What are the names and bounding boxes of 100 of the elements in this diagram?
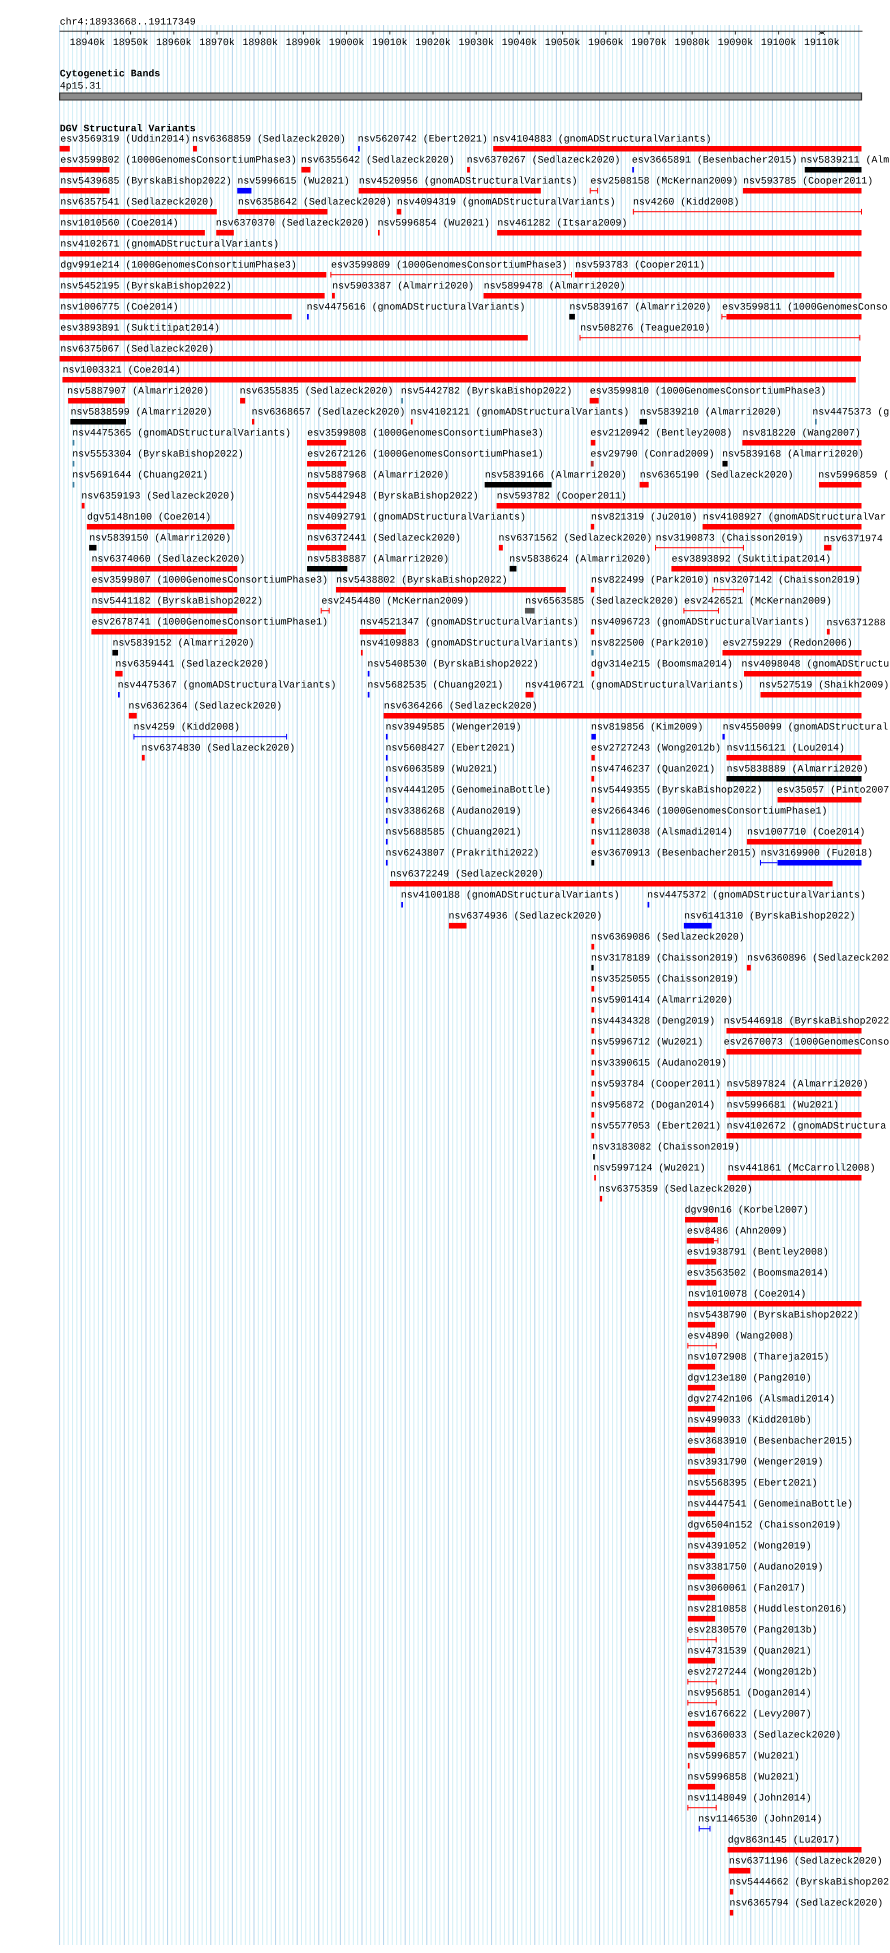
variant-label: nsv4102671 (gnomADStructuralVariants)	[61, 239, 278, 249]
variant-label: esv2727244 (Wong2012b)	[688, 1667, 816, 1677]
variant-label: esv2670073 (1000GenomesConso	[724, 1037, 889, 1047]
variant-label: nsv5620742 (Ebert2021)	[358, 134, 487, 144]
variant-label: esv3599810 (1000GenomesConsortiumPhase3)	[590, 386, 825, 396]
variant-label: nsv508276 (Teague2010)	[581, 323, 709, 333]
variant-label: nsv593782 (Cooper2011)	[497, 491, 626, 501]
tick-label: 19040k	[502, 37, 537, 46]
variant-label: nsv5691644 (Chuang2021)	[73, 470, 207, 480]
variant-label: dgv991e214 (1000GenomesConsortiumPhase3)	[61, 260, 296, 270]
variant-label: nsv5608427 (Ebert2021)	[386, 743, 514, 753]
variant-label: nsv6369086 (Sedlazeck2020)	[591, 932, 743, 942]
variant-label: nsv818220 (Wang2007)	[743, 428, 860, 438]
variant-label: esv2727243 (Wong2012b)	[591, 743, 720, 753]
variant-label: esv1676622 (Levy2007)	[688, 1709, 810, 1719]
variant-label: esv3683910 (Besenbacher2015)	[688, 1436, 852, 1446]
variant-label: nsv5838599 (Almarri2020)	[71, 407, 211, 417]
variant-label: nsv6357541 (Sedlazeck2020)	[61, 197, 213, 207]
variant-label: esv3665891 (Besenbacher2015)	[632, 155, 796, 165]
variant-label: nsv1010078 (Coe2014)	[688, 1289, 805, 1299]
variant-label: nsv5887968 (Almarri2020)	[308, 470, 448, 480]
variant-label: nsv5887907 (Almarri2020)	[68, 386, 208, 396]
variant-label: nsv3207142 (Chaisson2019)	[713, 575, 860, 585]
variant-label: nsv6374830 (Sedlazeck2020)	[142, 743, 294, 753]
variant-label: nsv4520956 (gnomADStructuralVariants)	[359, 176, 576, 186]
variant-label: nsv1072908 (Thareja2015)	[688, 1352, 828, 1362]
variant-label: nsv4102121 (gnomADStructuralVariants)	[411, 407, 628, 417]
variant-label: nsv3381750 (Audano2019)	[688, 1562, 822, 1572]
variant-label: esv2454480 (McKernan2009)	[322, 596, 468, 606]
tick-label: 18940k	[70, 37, 105, 46]
variant-label: esv29790 (Conrad2009)	[591, 449, 713, 459]
variant-label: nsv5568395 (Ebert2021)	[688, 1478, 816, 1488]
variant-label: nsv4092791 (gnomADStructuralVariants)	[308, 512, 525, 522]
tick-label: 18960k	[156, 37, 191, 46]
variant-label: nsv4475372 (gnomADStructuralVariants)	[648, 890, 865, 900]
variant-label: nsv4391052 (Wong2019)	[688, 1541, 810, 1551]
tick-label: 18950k	[113, 37, 148, 46]
variant-label: dgv314e215 (Boomsma2014)	[591, 659, 732, 669]
variant-label: nsv5839167 (Almarri2020)	[570, 302, 710, 312]
position-label: chr4:18933668..19117349	[60, 17, 196, 25]
variant-label: nsv4731539 (Quan2021)	[688, 1646, 810, 1656]
variant-label: nsv5452195 (ByrskaBishop2022)	[61, 281, 231, 291]
tick-label: 18980k	[243, 37, 278, 46]
variant-label: nsv3178189 (Chaisson2019)	[591, 953, 738, 963]
variant-label: nsv5838887 (Almarri2020)	[308, 554, 448, 564]
variant-label: nsv5839166 (Almarri2020)	[485, 470, 626, 480]
variant-label: nsv6365190 (Sedlazeck2020)	[640, 470, 792, 480]
variant-label: nsv5446918 (ByrskaBishop2022	[724, 1016, 889, 1026]
variant-label: nsv6368859 (Sedlazeck2020)	[192, 134, 345, 144]
variant-label: nsv1148049 (John2014)	[688, 1793, 810, 1803]
variant-label: nsv3949585 (Wenger2019)	[386, 722, 520, 732]
variant-label: nsv4094319 (gnomADStructuralVariants)	[397, 197, 614, 207]
variant-label: nsv3060061 (Fan2017)	[688, 1583, 804, 1593]
variant-label: nsv5996859 (	[819, 470, 888, 480]
variant-label: esv3670913 (Besenbacher2015)	[591, 848, 755, 858]
variant-label: nsv5441182 (ByrskaBishop2022)	[92, 596, 262, 606]
variant-label: esv3599808 (1000GenomesConsortiumPhase3)	[307, 428, 542, 438]
variant-label: nsv4475373 (g	[813, 407, 889, 417]
variant-label: nsv4746237 (Quan2021)	[591, 764, 714, 774]
variant-label: nsv4260 (Kidd2008)	[633, 197, 738, 207]
variant-label: nsv5688585 (Chuang2021)	[386, 827, 520, 837]
variant-label: nsv527519 (Shaikh2009)	[760, 680, 888, 690]
variant-label: nsv3931790 (Wenger2019)	[688, 1457, 822, 1467]
variant-label: esv3569319 (Uddin2014)	[61, 134, 189, 144]
tick-label: 18990k	[286, 37, 321, 46]
variant-label: nsv5838624 (Almarri2020)	[510, 554, 650, 564]
variant-label: nsv4108927 (gnomADStructuralVar	[703, 512, 886, 522]
variant-label: nsv6371562 (Sedlazeck2020)	[499, 533, 651, 543]
variant-label: nsv5444662 (ByrskaBishop202	[730, 1877, 889, 1887]
variant-label: nsv4098048 (gnomADStructu	[742, 659, 889, 669]
variant-label: nsv822499 (Park2010)	[591, 575, 708, 585]
variant-label: dgv6504n152 (Chaisson2019)	[688, 1520, 840, 1530]
variant-label: nsv5682535 (Chuang2021)	[368, 680, 502, 690]
variant-label: esv4890 (Wang2008)	[688, 1331, 793, 1341]
variant-label: esv2759229 (Redon2006)	[723, 638, 851, 648]
variant-label: nsv6370370 (Sedlazeck2020)	[216, 218, 368, 228]
variant-label: nsv4521347 (gnomADStructuralVariants)	[360, 617, 578, 627]
variant-label: nsv5899478 (Almarri2020)	[484, 281, 624, 291]
variant-label: nsv5439685 (ByrskaBishop2022)	[61, 176, 231, 186]
variant-label: nsv5839168 (Almarri2020)	[722, 449, 863, 459]
variant-label: nsv6362364 (Sedlazeck2020)	[129, 701, 281, 711]
variant-label: esv3599811 (1000GenomesConso	[722, 302, 887, 312]
variant-label: nsv5901414 (Almarri2020)	[591, 995, 732, 1005]
tick-label: 19060k	[588, 37, 623, 46]
variant-label: nsv6358642 (Sedlazeck2020)	[238, 197, 390, 207]
variant-label: nsv5408530 (ByrskaBishop2022)	[368, 659, 538, 669]
variant-label: nsv4475616 (gnomADStructuralVariants)	[307, 302, 524, 312]
variant-label: nsv4434328 (Deng2019)	[591, 1016, 714, 1026]
variant-label: nsv6365794 (Sedlazeck2020)	[730, 1898, 882, 1908]
variant-label: nsv5839211 (Alm	[801, 155, 889, 165]
variant-label: esv2672126 (1000GenomesConsortiumPhase1)	[307, 449, 542, 459]
variant-label: esv3599809 (1000GenomesConsortiumPhase3)	[331, 260, 566, 270]
variant-label: dgv863n145 (Lu2017)	[728, 1835, 839, 1845]
variant-label: nsv5577053 (Ebert2021)	[591, 1121, 720, 1131]
variant-label: esv1938791 (Bentley2008)	[687, 1247, 828, 1257]
variant-label: nsv4109883 (gnomADStructuralVariants)	[360, 638, 578, 648]
variant-label: nsv3169900 (Fu2018)	[761, 848, 872, 858]
variant-label: nsv6360033 (Sedlazeck2020)	[688, 1730, 840, 1740]
variant-label: nsv6371196 (Sedlazeck2020)	[729, 1856, 881, 1866]
variant-label: nsv1010560 (Coe2014)	[61, 218, 177, 228]
